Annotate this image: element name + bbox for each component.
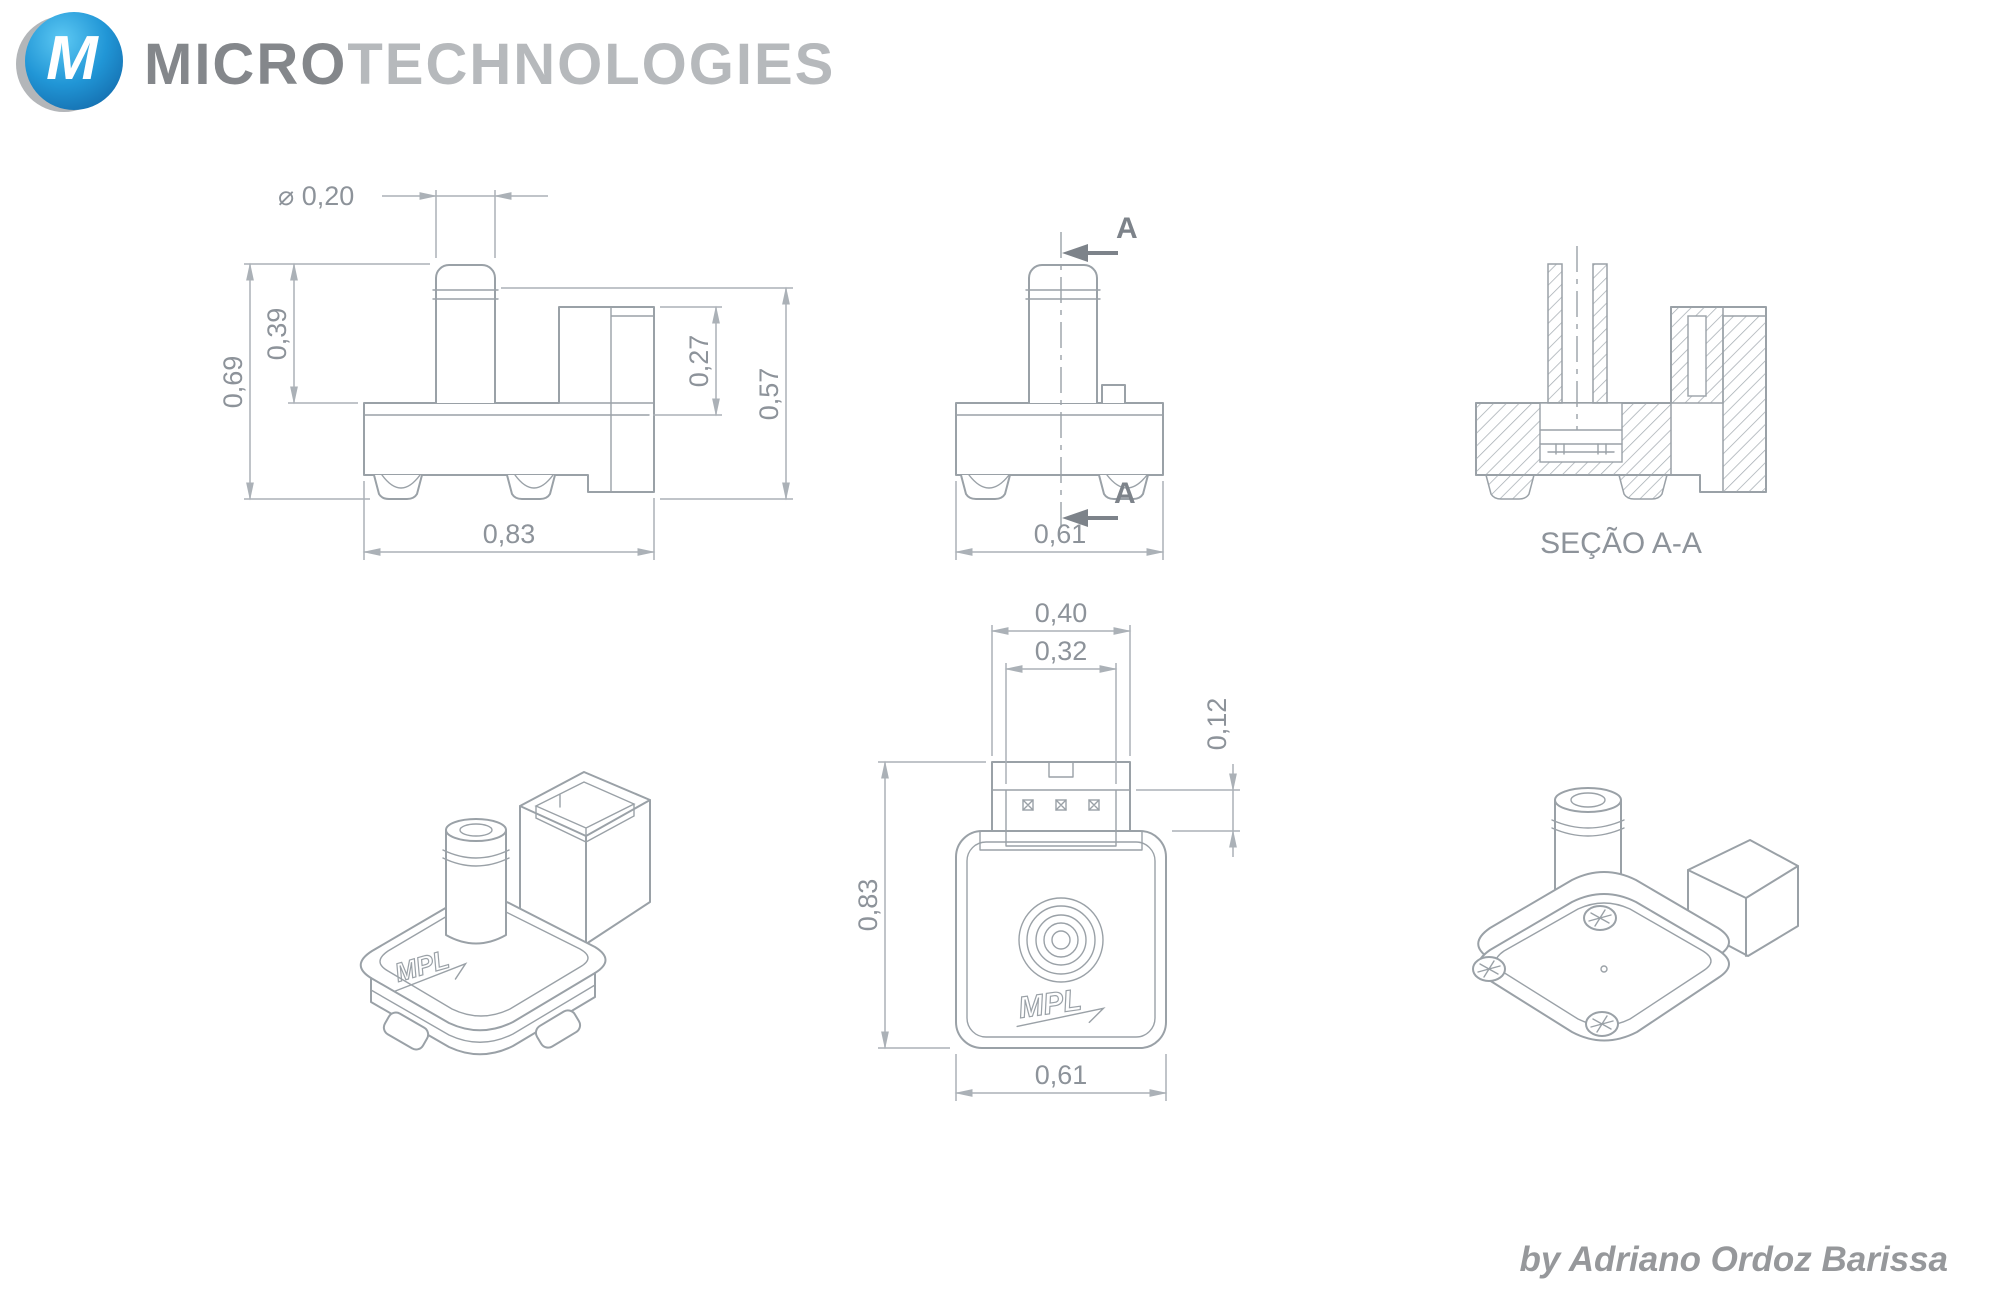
dim-012: 0,12 [1202, 698, 1232, 751]
dim-069: 0,69 [218, 356, 248, 409]
brand-micro: MICRO [144, 31, 348, 97]
dim-040: 0,40 [1035, 598, 1088, 628]
screw-icon [1583, 905, 1617, 931]
side-view: A A 0,61 [954, 212, 1165, 560]
top-part: MPL [955, 761, 1167, 1049]
dim-083-front: 0,83 [483, 519, 536, 549]
front-view: ⌀ 0,20 0,39 0,69 0,27 0,57 0,83 [218, 181, 793, 560]
top-body [955, 830, 1167, 1049]
brand-text: MICROTECHNOLOGIES [144, 31, 835, 98]
iso-front-port [442, 818, 510, 945]
iso-front-foot-left [382, 1011, 430, 1051]
section-part [1475, 246, 1767, 500]
section-label-a-bottom: A [1114, 477, 1136, 510]
dim-057: 0,57 [754, 368, 784, 421]
iso-front-foot-right [534, 1009, 582, 1049]
section-arrow-bottom-icon [1062, 509, 1088, 527]
top-view: MPL 0,40 0,32 0,12 0,83 [853, 598, 1240, 1101]
section-tube-wall-left [1547, 263, 1563, 404]
dim-061-side: 0,61 [1034, 519, 1087, 549]
screw-icon [1585, 1011, 1619, 1037]
front-port-tube [435, 264, 496, 404]
section-label-a-top: A [1116, 212, 1138, 245]
logo-m: M [46, 23, 98, 93]
section-arrow-bottom: A [1062, 477, 1136, 527]
brand-technologies: TECHNOLOGIES [347, 31, 836, 97]
dim-027: 0,27 [684, 335, 714, 388]
iso-front-view: MPL [359, 771, 651, 1056]
top-connector-tab [991, 761, 1131, 832]
credit-text: by Adriano Ordoz Barissa [1519, 1240, 1948, 1279]
dim-032: 0,32 [1035, 636, 1088, 666]
top-port-circles [1018, 897, 1104, 983]
top-dimensions: 0,40 0,32 0,12 0,83 0,61 [853, 598, 1240, 1101]
iso-bottom-screws [1472, 905, 1619, 1037]
section-view: SEÇÃO A-A [1475, 246, 1767, 560]
dim-061-top: 0,61 [1035, 1060, 1088, 1090]
iso-bottom-body [1477, 871, 1730, 1042]
microtechnologies-logo-icon: M [16, 12, 124, 116]
side-part [955, 264, 1164, 500]
side-port-tube [1028, 264, 1098, 404]
section-arrow-top: A [1062, 212, 1138, 262]
section-arrow-top-icon [1062, 244, 1088, 262]
side-dimensions: 0,61 [954, 481, 1165, 560]
brand-logo: M MICROTECHNOLOGIES [16, 12, 835, 116]
dim-039: 0,39 [262, 308, 292, 361]
dim-diameter-020: ⌀ 0,20 [278, 181, 354, 211]
logo-globe: M [25, 12, 123, 110]
section-tube-wall-right [1592, 263, 1608, 404]
front-dimensions: ⌀ 0,20 0,39 0,69 0,27 0,57 0,83 [218, 181, 793, 560]
iso-front-body [359, 896, 607, 1056]
screw-icon [1472, 956, 1506, 982]
front-part [363, 264, 655, 500]
iso-bottom-view [1472, 787, 1799, 1042]
dim-083-top: 0,83 [853, 879, 883, 932]
section-caption: SEÇÃO A-A [1540, 526, 1702, 560]
